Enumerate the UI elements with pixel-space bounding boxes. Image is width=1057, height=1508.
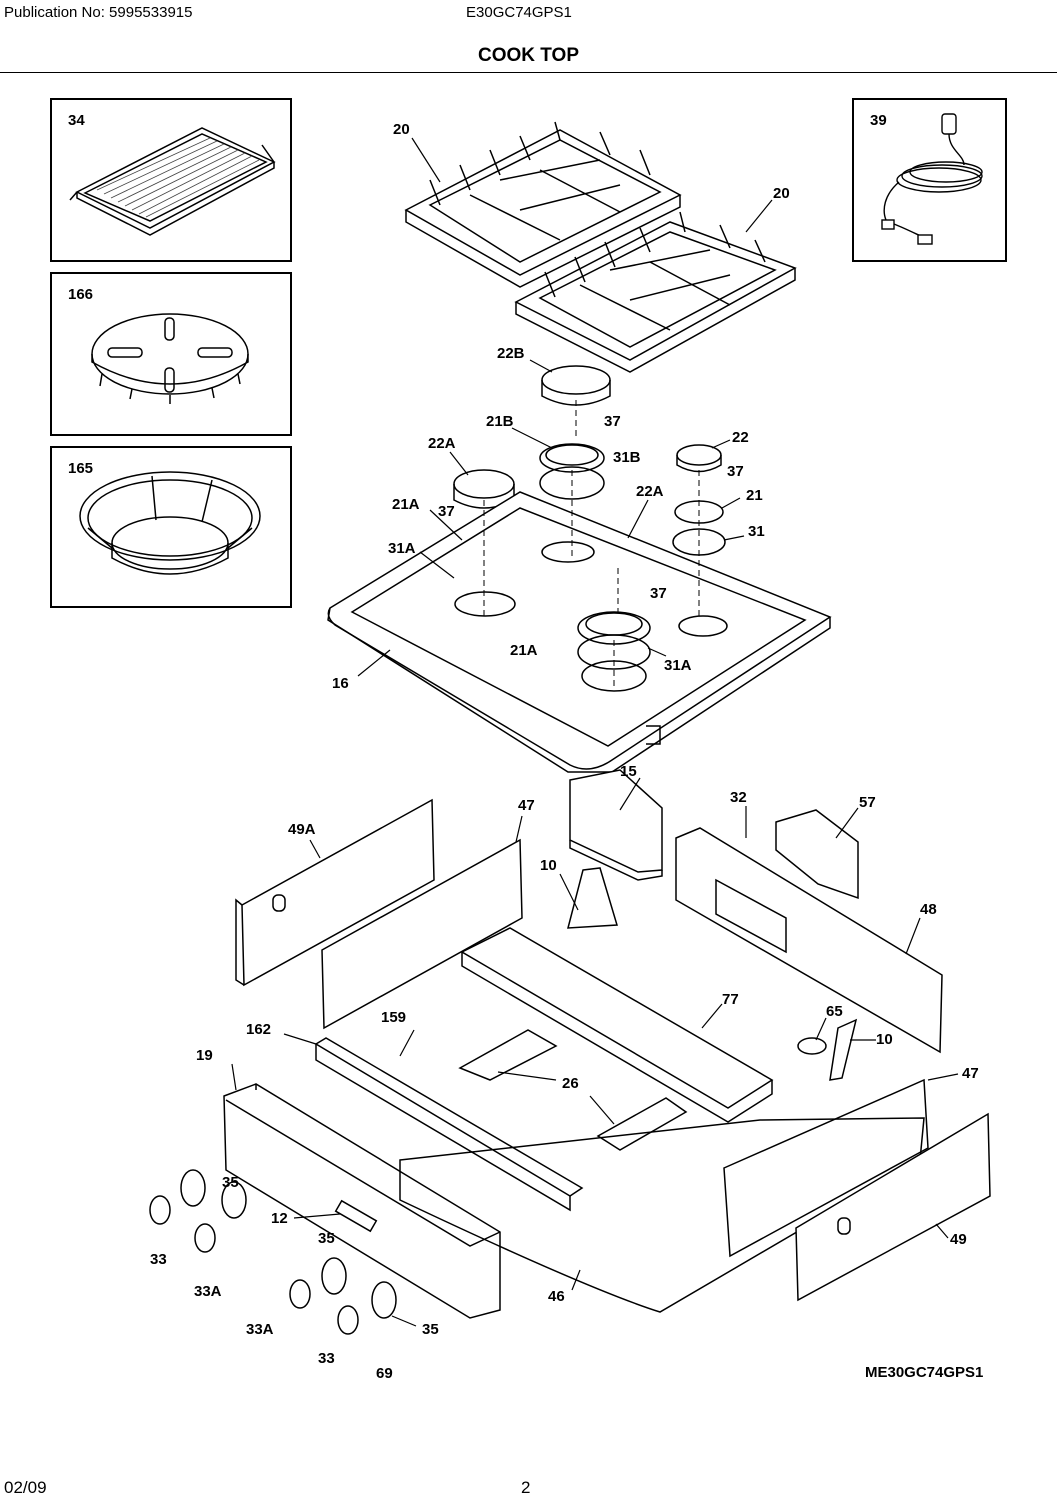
callout-21b: 21B xyxy=(486,413,514,430)
callout-31b: 31B xyxy=(613,449,641,466)
callout-49: 49 xyxy=(950,1231,967,1248)
callout-12: 12 xyxy=(271,1210,288,1227)
publication-number: Publication No: 5995533915 xyxy=(4,4,193,21)
callout-162: 162 xyxy=(246,1021,272,1038)
callout-35-front: 35 xyxy=(422,1321,439,1338)
inset-griddle-number: 34 xyxy=(68,112,85,129)
griddle-drawing xyxy=(69,127,276,236)
inset-power-cord-number: 39 xyxy=(870,112,887,129)
callout-33-front: 33 xyxy=(318,1350,335,1367)
callout-10-right: 10 xyxy=(876,1031,893,1048)
inset-wok-ring: 165 xyxy=(50,446,292,608)
page-number: 2 xyxy=(521,1478,531,1497)
callout-32: 32 xyxy=(730,789,747,806)
callout-22b: 22B xyxy=(497,345,525,362)
page-title: COOK TOP xyxy=(478,45,579,66)
grate-right xyxy=(514,211,797,373)
callout-48: 48 xyxy=(920,901,937,918)
inset-wok-grate: 166 xyxy=(50,272,292,436)
footer-date: 02/09 xyxy=(4,1478,47,1497)
callout-65: 65 xyxy=(826,1003,843,1020)
leader-lines xyxy=(231,137,959,1327)
callout-37-top: 37 xyxy=(604,413,621,430)
wok-ring-drawing xyxy=(79,471,261,575)
callout-10-left: 10 xyxy=(540,857,557,874)
inset-wok-grate-number: 166 xyxy=(68,286,94,303)
drawing-code: ME30GC74GPS1 xyxy=(865,1364,984,1381)
callout-16: 16 xyxy=(332,675,349,692)
callout-159: 159 xyxy=(381,1009,407,1026)
callout-47-right: 47 xyxy=(962,1065,979,1082)
wok-grate-drawing xyxy=(91,313,249,404)
callout-49a: 49A xyxy=(288,821,316,838)
callout-33a-left: 33A xyxy=(194,1283,222,1300)
callout-22a-left: 22A xyxy=(428,435,456,452)
inset-power-cord: 39 xyxy=(852,98,1007,262)
callout-20-right: 20 xyxy=(773,185,790,202)
model-number: E30GC74GPS1 xyxy=(466,4,572,21)
power-cord-drawing xyxy=(881,113,983,245)
callout-31: 31 xyxy=(748,523,765,540)
callout-21: 21 xyxy=(746,487,763,504)
callout-37-left: 37 xyxy=(438,503,455,520)
inset-wok-ring-number: 165 xyxy=(68,460,94,477)
callout-20-left: 20 xyxy=(393,121,410,138)
callout-22a-front: 22A xyxy=(636,483,664,500)
callout-26: 26 xyxy=(562,1075,579,1092)
callout-33-left: 33 xyxy=(150,1251,167,1268)
callout-47-left: 47 xyxy=(518,797,535,814)
callout-22: 22 xyxy=(732,429,749,446)
callout-37-right: 37 xyxy=(727,463,744,480)
callout-31a-front: 31A xyxy=(664,657,692,674)
callout-35-top: 35 xyxy=(222,1174,239,1191)
callout-21a-left: 21A xyxy=(392,496,420,513)
inset-griddle: 34 xyxy=(50,98,292,262)
callout-33a-front: 33A xyxy=(246,1321,274,1338)
callout-77: 77 xyxy=(722,991,739,1008)
knobs xyxy=(149,1169,397,1335)
header-rule xyxy=(0,72,1057,73)
grate-left xyxy=(404,121,682,288)
callout-69: 69 xyxy=(376,1365,393,1382)
callout-46: 46 xyxy=(548,1288,565,1305)
callout-57: 57 xyxy=(859,794,876,811)
callout-37-front: 37 xyxy=(650,585,667,602)
callout-31a-left: 31A xyxy=(388,540,416,557)
callout-15: 15 xyxy=(620,763,637,780)
callout-19: 19 xyxy=(196,1047,213,1064)
callout-35-mid: 35 xyxy=(318,1230,335,1247)
callout-21a-front: 21A xyxy=(510,642,538,659)
